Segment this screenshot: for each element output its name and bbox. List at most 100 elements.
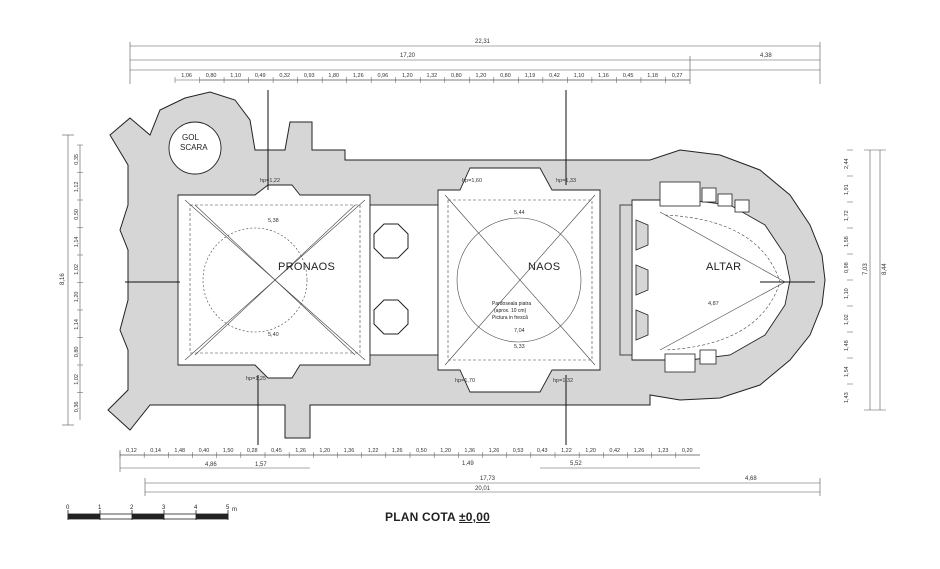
bottom-chain-label: 1,20 bbox=[440, 448, 451, 454]
top-chain-label: 1,10 bbox=[230, 73, 241, 79]
plan-title-main: PLAN COTA bbox=[385, 510, 456, 524]
altar-screen-piers bbox=[619, 204, 649, 356]
top-chain-label: 0,80 bbox=[500, 73, 511, 79]
right-dimension-lines bbox=[864, 149, 886, 411]
dim-pronaos-span: 1,57 bbox=[255, 462, 267, 468]
pilaster-bot-1: hp=1,25 bbox=[246, 376, 266, 382]
right-chain-label: 2,44 bbox=[844, 158, 850, 169]
bottom-chain-label: 1,23 bbox=[658, 448, 669, 454]
dim-altar-d: 4,87 bbox=[708, 301, 719, 307]
top-chain-label: 0,45 bbox=[623, 73, 634, 79]
dim-left-height: 8,16 bbox=[60, 273, 66, 285]
left-chain-label: 0,80 bbox=[74, 347, 80, 358]
top-chain-label: 1,10 bbox=[574, 73, 585, 79]
bottom-chain-label: 1,20 bbox=[585, 448, 596, 454]
top-chain-label: 0,96 bbox=[377, 73, 388, 79]
top-chain-label: 1,80 bbox=[328, 73, 339, 79]
pilaster-top-2: hp=1,60 bbox=[462, 178, 482, 184]
bottom-chain-label: 1,20 bbox=[319, 448, 330, 454]
pilaster-bot-3: hp=1,32 bbox=[553, 378, 573, 384]
dim-naos-diag: 7,04 bbox=[514, 328, 525, 334]
note-floor-3: Pictura in frescă bbox=[492, 315, 528, 321]
scale-tick-label: 0 bbox=[66, 505, 70, 511]
left-chain-label: 1,02 bbox=[74, 374, 80, 385]
bottom-chain-label: 1,36 bbox=[344, 448, 355, 454]
dim-pronaos-w: 5,38 bbox=[268, 218, 279, 224]
bottom-dimension-lines bbox=[119, 450, 821, 496]
top-chain-label: 0,80 bbox=[451, 73, 462, 79]
bottom-chain-label: 0,53 bbox=[513, 448, 524, 454]
scale-unit: m bbox=[232, 507, 237, 513]
pillars bbox=[373, 223, 409, 335]
bottom-chain-label: 0,14 bbox=[150, 448, 161, 454]
plan-title: PLAN COTA ±0,00 bbox=[385, 510, 490, 524]
left-chain-label: 0,36 bbox=[74, 402, 80, 413]
dim-naos-width: 5,52 bbox=[570, 461, 582, 467]
left-dimension-chain: 0,351,120,501,141,021,201,140,801,020,36 bbox=[74, 144, 83, 413]
scale-tick-label: 2 bbox=[130, 505, 134, 511]
right-chain-label: 1,72 bbox=[844, 210, 850, 221]
top-chain-label: 1,16 bbox=[598, 73, 609, 79]
right-chain-label: 1,48 bbox=[844, 340, 850, 351]
top-chain-label: 0,32 bbox=[279, 73, 290, 79]
top-chain-label: 0,93 bbox=[304, 73, 315, 79]
right-dimension-chain: 2,441,911,721,580,981,101,021,481,541,43 bbox=[844, 149, 853, 403]
room-label-pronaos: PRONAOS bbox=[278, 261, 335, 273]
dim-altar-bottom: 4,68 bbox=[745, 476, 757, 482]
vault-lines bbox=[184, 194, 786, 366]
top-chain-label: 0,80 bbox=[206, 73, 217, 79]
dim-nave-bottom: 17,73 bbox=[480, 476, 496, 482]
bottom-chain-label: 1,22 bbox=[561, 448, 572, 454]
top-chain-label: 1,20 bbox=[476, 73, 487, 79]
scale-tick-label: 1 bbox=[98, 505, 102, 511]
altar-furniture bbox=[659, 181, 750, 373]
pilaster-top-3: hp=1,33 bbox=[556, 178, 576, 184]
right-chain-label: 1,54 bbox=[844, 366, 850, 377]
pilaster-bot-2: hp=1,70 bbox=[455, 378, 475, 384]
top-chain-label: 1,20 bbox=[402, 73, 413, 79]
stair-label-line2: SCARA bbox=[180, 143, 208, 152]
left-chain-label: 0,35 bbox=[74, 154, 80, 165]
right-chain-label: 1,02 bbox=[844, 314, 850, 325]
room-label-naos: NAOS bbox=[528, 261, 560, 273]
bottom-chain-label: 0,12 bbox=[126, 448, 137, 454]
left-chain-label: 1,02 bbox=[74, 264, 80, 275]
bottom-chain-label: 1,26 bbox=[295, 448, 306, 454]
scale-tick-label: 4 bbox=[194, 505, 198, 511]
left-chain-label: 1,12 bbox=[74, 182, 80, 193]
bottom-chain-label: 0,20 bbox=[682, 448, 693, 454]
plan-title-level: ±0,00 bbox=[459, 510, 490, 524]
bottom-chain-label: 1,26 bbox=[634, 448, 645, 454]
dim-pronaos-width: 4,86 bbox=[205, 462, 217, 468]
right-chain-label: 1,10 bbox=[844, 288, 850, 299]
scale-tick-label: 3 bbox=[162, 505, 166, 511]
pilaster-top-1: hp=1,22 bbox=[260, 178, 280, 184]
top-chain-label: 0,42 bbox=[549, 73, 560, 79]
bottom-chain-label: 0,40 bbox=[199, 448, 210, 454]
pillar-bottom bbox=[373, 299, 409, 335]
top-chain-label: 1,26 bbox=[353, 73, 364, 79]
dim-right-inner: 7,03 bbox=[863, 263, 869, 275]
bottom-chain-label: 0,42 bbox=[609, 448, 620, 454]
top-chain-label: 1,32 bbox=[427, 73, 438, 79]
top-chain-label: 1,18 bbox=[647, 73, 658, 79]
dim-total-top: 22,31 bbox=[475, 39, 491, 45]
bottom-chain-label: 0,28 bbox=[247, 448, 258, 454]
room-label-altar: ALTAR bbox=[706, 261, 741, 273]
note-floor-2: (aprox. 10 cm) bbox=[494, 308, 527, 314]
left-chain-label: 1,20 bbox=[74, 292, 80, 303]
right-chain-label: 0,98 bbox=[844, 262, 850, 273]
bottom-chain-label: 1,50 bbox=[223, 448, 234, 454]
left-chain-label: 1,14 bbox=[74, 237, 80, 248]
dim-total-bottom: 20,01 bbox=[475, 486, 491, 492]
bottom-chain-label: 1,26 bbox=[392, 448, 403, 454]
pillar-top bbox=[373, 223, 409, 259]
bottom-chain-label: 1,22 bbox=[368, 448, 379, 454]
bottom-chain-label: 0,50 bbox=[416, 448, 427, 454]
note-floor-1: Pardoseala piatra bbox=[492, 301, 531, 307]
dim-naos-d: 5,33 bbox=[514, 344, 525, 350]
